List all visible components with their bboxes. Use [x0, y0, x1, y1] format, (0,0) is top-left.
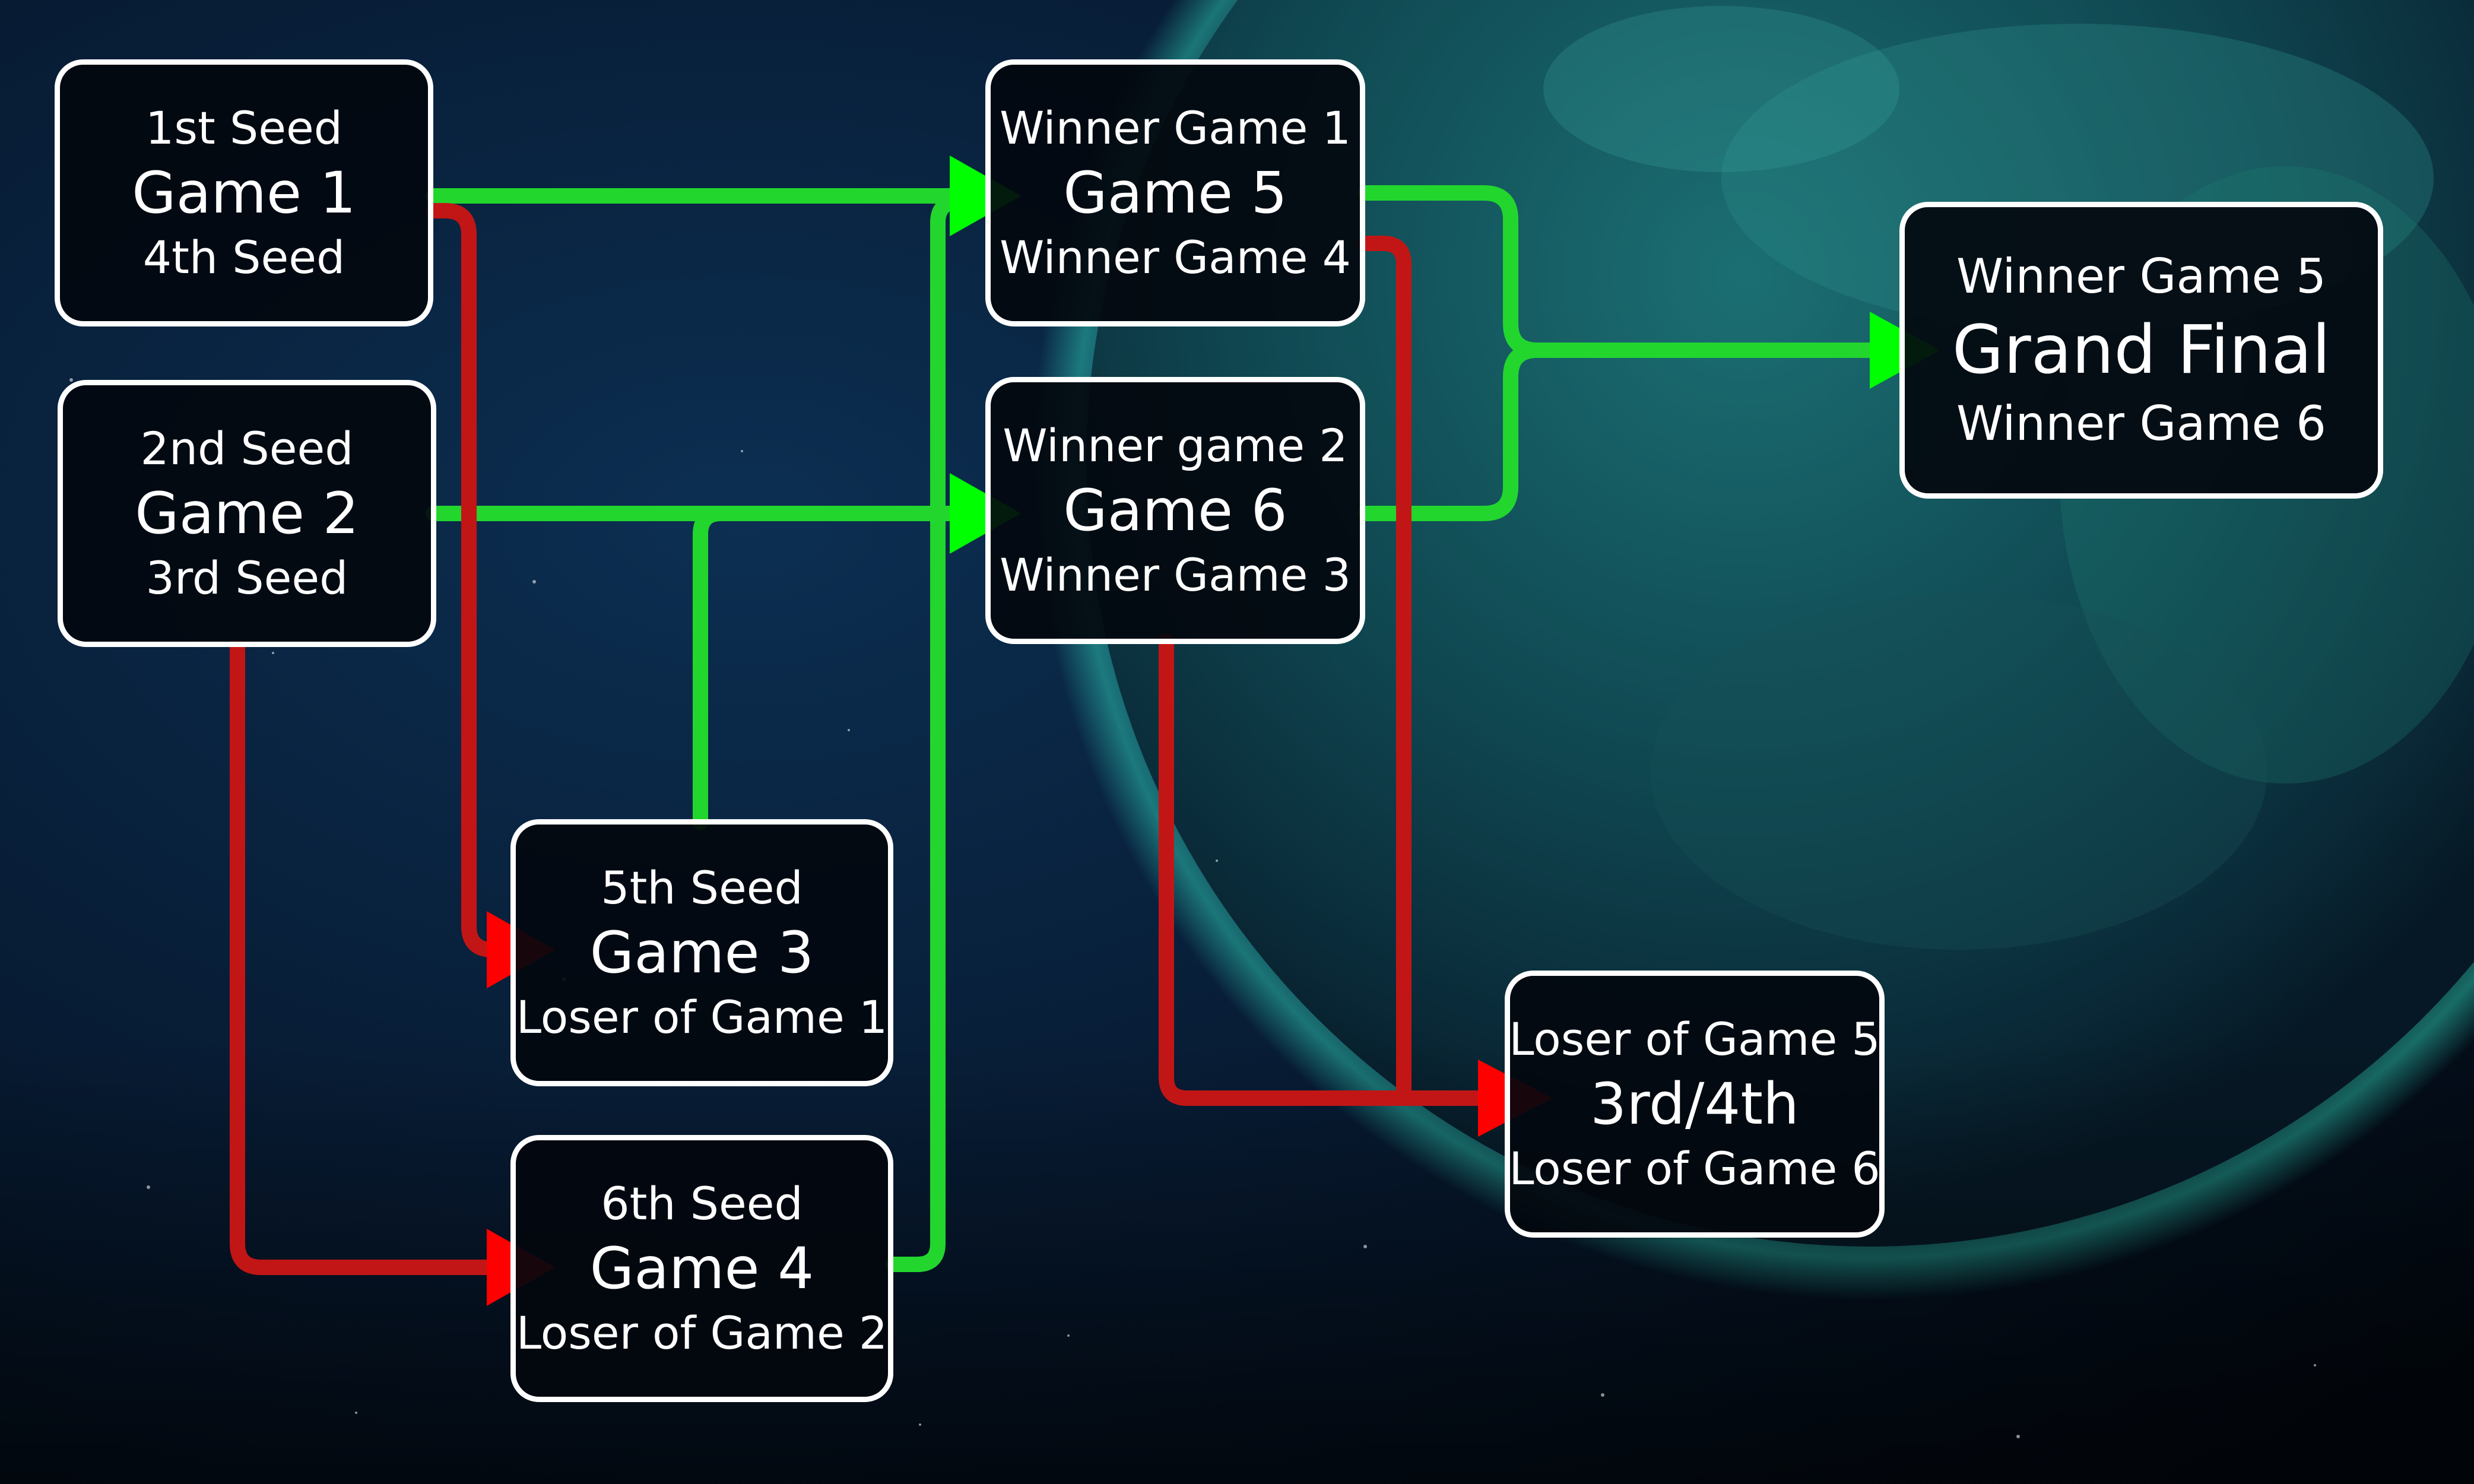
game6-top-label: Winner game 2 — [1003, 419, 1348, 473]
game2-title: Game 2 — [135, 480, 359, 547]
game5-bottom-label: Winner Game 4 — [1000, 231, 1351, 284]
game1-bottom-label: 4th Seed — [142, 231, 345, 284]
third-fourth-bottom-label: Loser of Game 6 — [1509, 1142, 1880, 1196]
link-game3-winner-to-game6 — [693, 506, 729, 830]
link-game5-winner-to-grand-final — [1357, 185, 1889, 358]
game4-box: 6th Seed Game 4 Loser of Game 2 — [510, 1135, 893, 1402]
game6-title: Game 6 — [1063, 477, 1287, 544]
game1-box: 1st Seed Game 1 4th Seed — [55, 59, 433, 326]
game3-box: 5th Seed Game 3 Loser of Game 1 — [510, 819, 893, 1086]
link-game6-loser-to-third-fourth — [1159, 633, 1498, 1106]
third-fourth-top-label: Loser of Game 5 — [1509, 1013, 1880, 1066]
link-game6-winner-to-grand-final — [1357, 343, 1545, 521]
link-game4-winner-to-game5 — [886, 194, 975, 1272]
grand-final-bottom-label: Winner Game 6 — [1956, 396, 2326, 452]
third-fourth-box: Loser of Game 5 3rd/4th Loser of Game 6 — [1505, 971, 1885, 1238]
grand-final-title: Grand Final — [1952, 311, 2331, 389]
game5-top-label: Winner Game 1 — [1000, 102, 1351, 155]
link-game5-loser-to-third-fourth — [1357, 236, 1412, 1106]
link-game2-loser-to-game4 — [230, 639, 512, 1275]
game4-bottom-label: Loser of Game 2 — [516, 1307, 888, 1360]
link-game1-loser-to-game3 — [426, 203, 512, 957]
game1-top-label: 1st Seed — [145, 102, 342, 155]
game4-title: Game 4 — [589, 1235, 814, 1302]
game6-bottom-label: Winner Game 3 — [1000, 548, 1351, 602]
game2-bottom-label: 3rd Seed — [145, 551, 348, 605]
game2-box: 2nd Seed Game 2 3rd Seed — [58, 380, 436, 647]
game6-box: Winner game 2 Game 6 Winner Game 3 — [985, 377, 1365, 644]
game4-top-label: 6th Seed — [601, 1177, 803, 1231]
game5-box: Winner Game 1 Game 5 Winner Game 4 — [985, 59, 1365, 326]
grand-final-top-label: Winner Game 5 — [1956, 248, 2326, 304]
game1-title: Game 1 — [132, 159, 356, 226]
game3-top-label: 5th Seed — [601, 861, 803, 915]
game3-title: Game 3 — [589, 919, 814, 986]
game5-title: Game 5 — [1063, 159, 1287, 226]
game2-top-label: 2nd Seed — [140, 422, 354, 475]
grand-final-box: Winner Game 5 Grand Final Winner Game 6 — [1899, 202, 2383, 499]
game3-bottom-label: Loser of Game 1 — [516, 991, 888, 1044]
third-fourth-title: 3rd/4th — [1590, 1070, 1799, 1137]
